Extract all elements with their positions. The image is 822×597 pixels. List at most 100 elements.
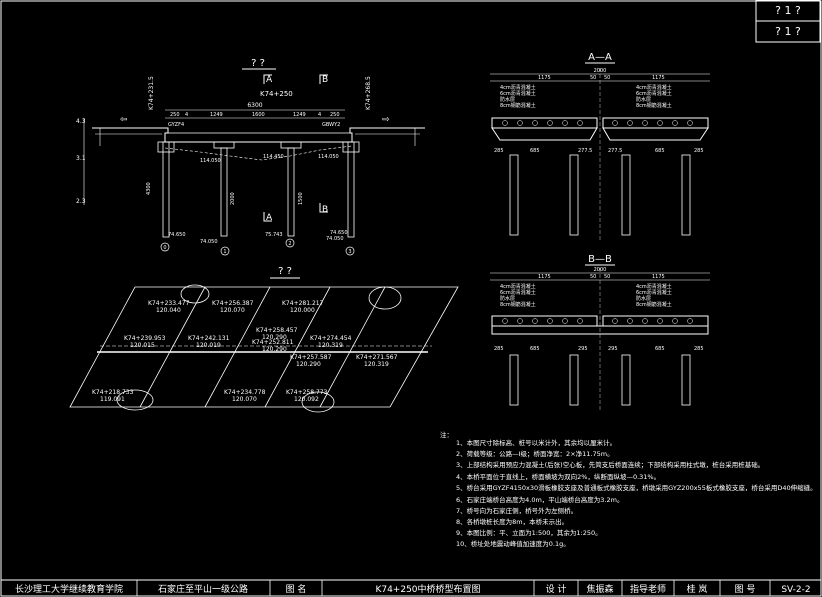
- plan-label-13: 120.290: [262, 346, 287, 353]
- plan-label-25: 120.092: [294, 396, 319, 403]
- aa-mid2: 50: [604, 75, 610, 81]
- aa-mid: 50: [590, 75, 596, 81]
- aa-layer-3: 8cm钢筋混凝土: [500, 102, 536, 109]
- bb-dim-2: 295: [578, 346, 588, 352]
- title-block: 长沙理工大学继续教育学院 石家庄至平山一级公路 图 名 K74+250中桥桥型布…: [0, 579, 822, 597]
- arrow-left-icon: ⇦: [120, 115, 128, 125]
- plan-label-7: 120.015: [130, 342, 155, 349]
- aa-dim-2: 277.5: [578, 148, 592, 154]
- arrow-right-icon: ⇨: [382, 115, 390, 125]
- note-7: 7、桥号向为石家庄侧，桥号外为左侧桥。: [456, 506, 577, 515]
- span-dim-2: 1249: [210, 112, 223, 118]
- plan-label-4: K74+281.217: [282, 300, 324, 307]
- bb-dim-5: 285: [694, 346, 704, 352]
- corner-box-row1: ? 1 ?: [775, 4, 801, 17]
- aa-dim-5: 285: [694, 148, 704, 154]
- plan-title: ? ?: [278, 266, 292, 277]
- chainage-center: K74+250: [260, 90, 293, 98]
- bb-layer-3: 8cm钢筋混凝土: [500, 301, 536, 308]
- pier-id-1: 1: [223, 249, 226, 255]
- span-dim-6: 250: [330, 112, 340, 118]
- bb-half-l: 1175: [538, 274, 551, 280]
- advisor: 桂 岚: [687, 583, 708, 595]
- note-8: 8、各桥墩桩长度为8m，本桥未示出。: [456, 517, 568, 526]
- plan-label-20: K74+218.733: [92, 389, 134, 396]
- bb-dim-1: 685: [530, 346, 540, 352]
- plan-label-12: K74+252.811: [252, 339, 294, 346]
- drawing-no: SV-2-2: [781, 585, 810, 595]
- bb-layer-r2: 防水层: [636, 295, 651, 302]
- span-dim-0: 250: [170, 112, 180, 118]
- plan-label-22: K74+234.778: [224, 389, 266, 396]
- sec-a-top: A: [266, 75, 273, 85]
- section-aa-title: A—A: [588, 52, 612, 63]
- bb-mid2: 50: [604, 274, 610, 280]
- span-dim-4: 1249: [293, 112, 306, 118]
- bearing-left: GYZF4: [168, 122, 184, 128]
- plan-label-3: 120.070: [220, 307, 245, 314]
- note-5: 5、桥台采用GYZF4150x30滑板橡胶支座及普通板式橡胶支座，桥墩采用GYZ…: [456, 483, 817, 492]
- plan-label-17: 120.290: [296, 361, 321, 368]
- label-drawing-no: 图 号: [735, 584, 756, 595]
- plan-label-14: K74+274.454: [310, 335, 352, 342]
- plan-label-15: 120.319: [318, 342, 343, 349]
- note-6: 6、石家庄端桥台高度为4.0m，平山端桥台高度为3.2m。: [456, 495, 623, 504]
- bb-dim-3: 295: [608, 346, 618, 352]
- soil-2: 2.3: [76, 198, 86, 205]
- sec-b-bot: B: [322, 205, 328, 215]
- plan-label-6: K74+239.953: [124, 335, 166, 342]
- aa-dim-1: 685: [530, 148, 540, 154]
- aa-dim-3: 277.5: [608, 148, 622, 154]
- school-name: 长沙理工大学继续教育学院: [15, 583, 123, 595]
- notes: 注： 1、本图尺寸除标高、桩号以米计外，其余均以厘米计。 2、荷载等级：公路—Ⅰ…: [440, 430, 817, 548]
- soil-0: 4.3: [76, 118, 86, 125]
- note-1: 1、本图尺寸除标高、桩号以米计外，其余均以厘米计。: [456, 438, 616, 447]
- span-dim-3: 1600: [252, 112, 265, 118]
- span-dim-1: 4: [185, 112, 188, 118]
- plan-label-1: 120.040: [156, 307, 181, 314]
- elev-top-mid: 114.450: [263, 154, 284, 160]
- plan-label-8: K74+242.131: [188, 335, 230, 342]
- bot-elev-2: 75.743: [265, 232, 283, 238]
- plan-label-19: 120.319: [364, 361, 389, 368]
- aa-layer-r2: 防水层: [636, 96, 651, 103]
- dim-1500: 1500: [298, 192, 304, 205]
- section-bb-title: B—B: [588, 254, 612, 265]
- plan-label-2: K74+256.387: [212, 300, 254, 307]
- pier-id-3: 3: [348, 249, 351, 255]
- drawing-name: K74+250中桥桥型布置图: [375, 583, 480, 595]
- bb-layer-r1: 6cm沥青混凝土: [636, 289, 672, 296]
- aa-half-l: 1175: [538, 75, 551, 81]
- plan-label-5: 120.000: [290, 307, 315, 314]
- corner-box-row2: ? 1 ?: [775, 25, 801, 38]
- plan-view: ? ? K74+233.477 120.040 K74+256.387 120.…: [69, 266, 459, 413]
- aa-layer-r1: 6cm沥青混凝土: [636, 90, 672, 97]
- plan-label-11: 120.290: [262, 334, 287, 341]
- corner-box: ? 1 ? ? 1 ?: [755, 0, 821, 43]
- plan-label-23: 120.070: [232, 396, 257, 403]
- aa-dim-0: 285: [494, 148, 504, 154]
- bb-half-r: 1175: [652, 274, 665, 280]
- label-drawing-name: 图 名: [286, 583, 307, 595]
- bb-layer-2: 防水层: [500, 295, 515, 302]
- plan-label-9: 120.019: [196, 342, 221, 349]
- plan-label-10: K74+258.457: [256, 327, 298, 334]
- note-3: 3、上部结构采用预应力混凝土(后张)空心板，先简支后桥面连续；下部结构采用柱式墩…: [456, 460, 764, 469]
- aa-dim-4: 685: [655, 148, 665, 154]
- bb-layer-1: 6cm沥青混凝土: [500, 289, 536, 296]
- note-2: 2、荷载等级：公路—Ⅰ级；桥面净宽：2×净11.75m。: [456, 449, 614, 458]
- aa-layer-r3: 8cm钢筋混凝土: [636, 102, 672, 109]
- dim-4300: 4300: [146, 182, 152, 195]
- pier-id-0: 0: [163, 245, 166, 251]
- label-advisor: 指导老师: [630, 583, 666, 595]
- bot-elev-0: 74.650: [168, 232, 186, 238]
- chainage-left: K74+231.5: [148, 76, 155, 110]
- bot-elev-1: 74.050: [200, 239, 218, 245]
- bot-elev-4: 74.650: [330, 230, 348, 236]
- note-9: 9、本图比例：平、立面为1:500，其余为1:250。: [456, 528, 602, 537]
- bearing-right: GBWY2: [322, 122, 340, 128]
- plan-label-18: K74+271.567: [356, 354, 398, 361]
- bb-dim-4: 685: [655, 346, 665, 352]
